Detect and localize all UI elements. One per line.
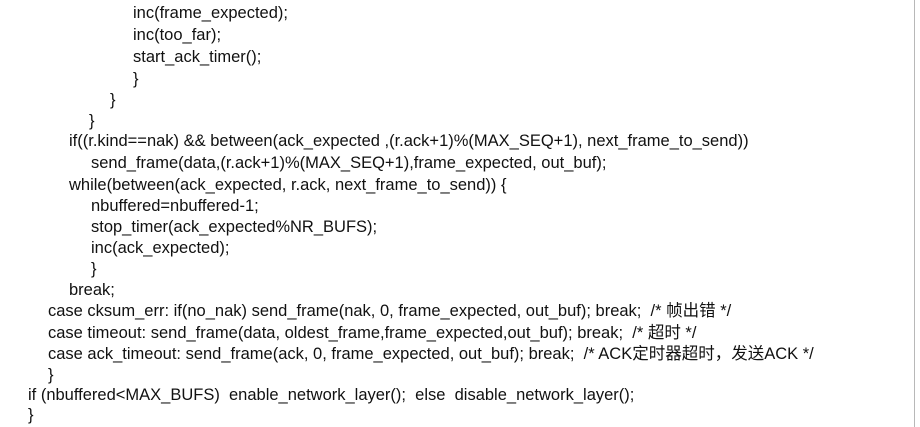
- code-line: }: [89, 112, 95, 130]
- code-line: }: [48, 366, 54, 384]
- code-line: if (nbuffered<MAX_BUFS) enable_network_l…: [28, 386, 635, 404]
- code-line: inc(too_far);: [133, 26, 222, 44]
- right-border-line: [914, 0, 915, 427]
- code-line: case ack_timeout: send_frame(ack, 0, fra…: [48, 345, 814, 363]
- code-line: nbuffered=nbuffered-1;: [91, 197, 259, 215]
- code-line: if((r.kind==nak) && between(ack_expected…: [69, 132, 749, 150]
- code-line: }: [91, 260, 97, 278]
- code-line: }: [133, 70, 139, 88]
- code-line: start_ack_timer();: [133, 48, 262, 66]
- code-line: inc(ack_expected);: [91, 239, 230, 257]
- code-line: stop_timer(ack_expected%NR_BUFS);: [91, 218, 378, 236]
- code-line: inc(frame_expected);: [133, 4, 288, 22]
- code-line: send_frame(data,(r.ack+1)%(MAX_SEQ+1),fr…: [91, 154, 607, 172]
- code-line: case cksum_err: if(no_nak) send_frame(na…: [48, 302, 732, 320]
- code-line: break;: [69, 281, 115, 299]
- code-line: while(between(ack_expected, r.ack, next_…: [69, 176, 507, 194]
- code-line: case timeout: send_frame(data, oldest_fr…: [48, 324, 697, 342]
- code-line: }: [110, 91, 116, 109]
- code-line: }: [28, 406, 34, 424]
